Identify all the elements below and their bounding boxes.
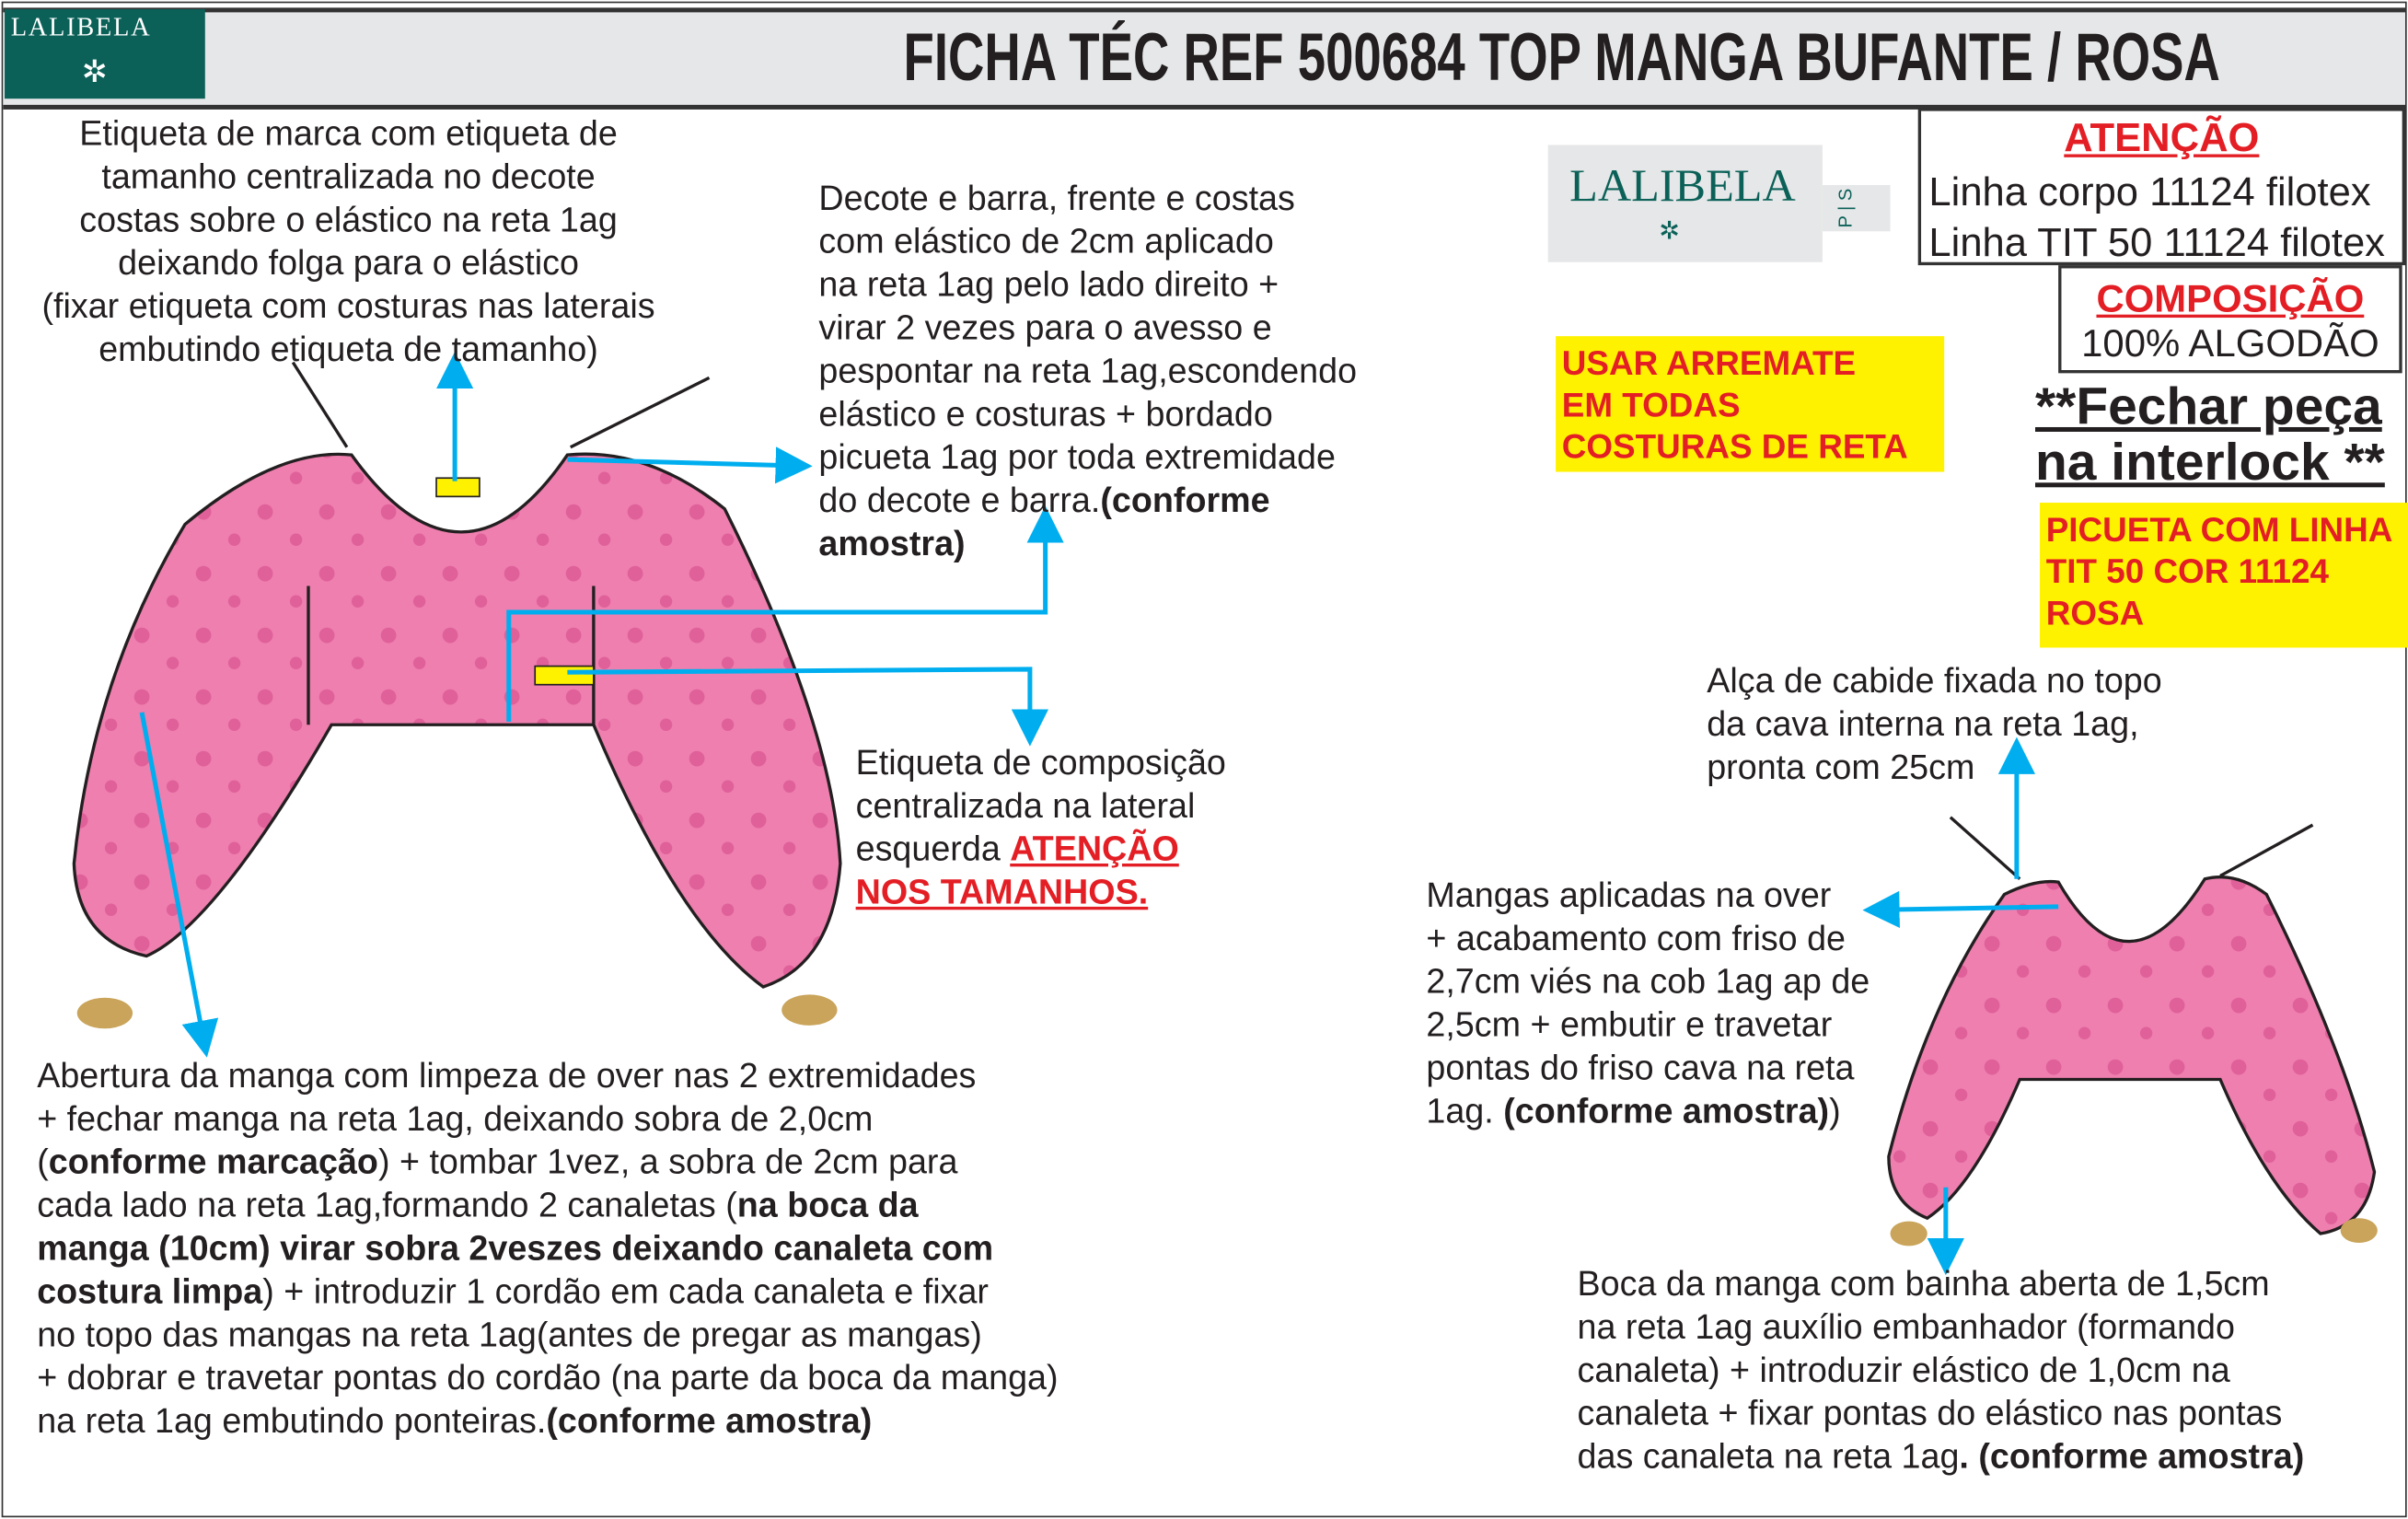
label-logo: LALIBELA ✲: [1547, 145, 1823, 262]
bee-icon: ✲: [1659, 218, 1680, 246]
logo-text: LALIBELA: [10, 12, 152, 42]
composition-label-note: Etiqueta de composição centralizada na l…: [856, 742, 1288, 915]
sleeves-applied-bold: (conforme amostra): [1503, 1091, 1830, 1131]
page-title: FICHA TÉC REF 500684 TOP MANGA BUFANTE /…: [903, 19, 2220, 96]
left-tip: [76, 997, 133, 1029]
sleeve-opening-segment: conforme marcação: [48, 1142, 378, 1182]
sleeve-opening-segment: Abertura da manga com limpeza de over na…: [37, 1056, 977, 1182]
paren: ): [1829, 1091, 1841, 1131]
back-garment: [1887, 816, 2377, 1235]
sleeves-applied-note: Mangas aplicadas na over + acabamento co…: [1426, 875, 1935, 1133]
sleeve-opening-segment: (conforme amostra): [546, 1401, 873, 1441]
size-text: P | S: [1834, 188, 1857, 228]
header-bar: [3, 7, 2405, 110]
sleeve-hem-bold: . (conforme amostra): [1959, 1437, 2305, 1476]
front-garment: [72, 361, 842, 989]
close-note-line: **Fechar peça: [2035, 377, 2382, 437]
attention-line: Linha corpo 11124 filotex: [1928, 168, 2371, 215]
neckline-note: Decote e barra, frente e costas com elás…: [818, 178, 1435, 566]
bee-icon: ✲: [81, 55, 108, 90]
attention-line: Linha TIT 50 11124 filotex: [1928, 218, 2385, 266]
composition-value: 100% ALGODÃO: [2081, 322, 2379, 365]
close-note: **Fechar peça na interlock **: [2035, 379, 2385, 491]
sleeves-applied-text: Mangas aplicadas na over + acabamento co…: [1426, 875, 1870, 1131]
sleeve-opening-segment: ) + tombar 1vez, a sobra de 2cm para cad…: [37, 1142, 958, 1224]
warn-text: ATENÇÃO: [1010, 829, 1179, 869]
sleeve-hem-text: Boca da manga com bainha aberta de 1,5cm…: [1577, 1264, 2283, 1476]
arrows: [139, 351, 2059, 1276]
composition-box: COMPOSIÇÃO 100% ALGODÃO: [2058, 265, 2402, 374]
picueta-note: PICUETA COM LINHA TIT 50 COR 11124 ROSA: [2040, 503, 2408, 648]
composition-title: COMPOSIÇÃO: [2096, 277, 2365, 321]
brand-label-note: Etiqueta de marca com etiqueta de tamanh…: [41, 113, 655, 369]
neckline-text: Decote e barra, frente e costas com elás…: [818, 179, 1358, 520]
close-note-line: na interlock **: [2035, 433, 2385, 493]
warn-text-2: NOS TAMANHOS.: [855, 873, 1149, 911]
neckline-bold: (conforme amostra): [818, 481, 1270, 563]
brand-label-tag: [435, 477, 480, 498]
right-tip: [781, 994, 838, 1026]
sleeve-hem-note: Boca da manga com bainha aberta de 1,5cm…: [1578, 1263, 2408, 1479]
size-tag: P | S: [1822, 185, 1891, 232]
hanger-note: Alça de cabide fixada no topo da cava in…: [1707, 661, 2162, 787]
brand-logo: LALIBELA ✲: [5, 9, 205, 99]
composition-label-text: Etiqueta de composição centralizada na l…: [855, 743, 1226, 869]
sleeve-opening-note: Abertura da manga com limpeza de over na…: [37, 1055, 1209, 1444]
composition-label-tag: [534, 665, 595, 686]
sleeve-opening-segment: na boca da manga (10cm) virar sobra 2ves…: [37, 1186, 994, 1311]
sleeve-opening-segment: ) + introduzir 1 cordão em cada canaleta…: [37, 1271, 1059, 1441]
attention-title: ATENÇÃO: [2064, 113, 2260, 161]
label-logo-text: LALIBELA: [1569, 160, 1796, 212]
arremate-note: USAR ARREMATE EM TODAS COSTURAS DE RETA: [1556, 336, 1945, 472]
